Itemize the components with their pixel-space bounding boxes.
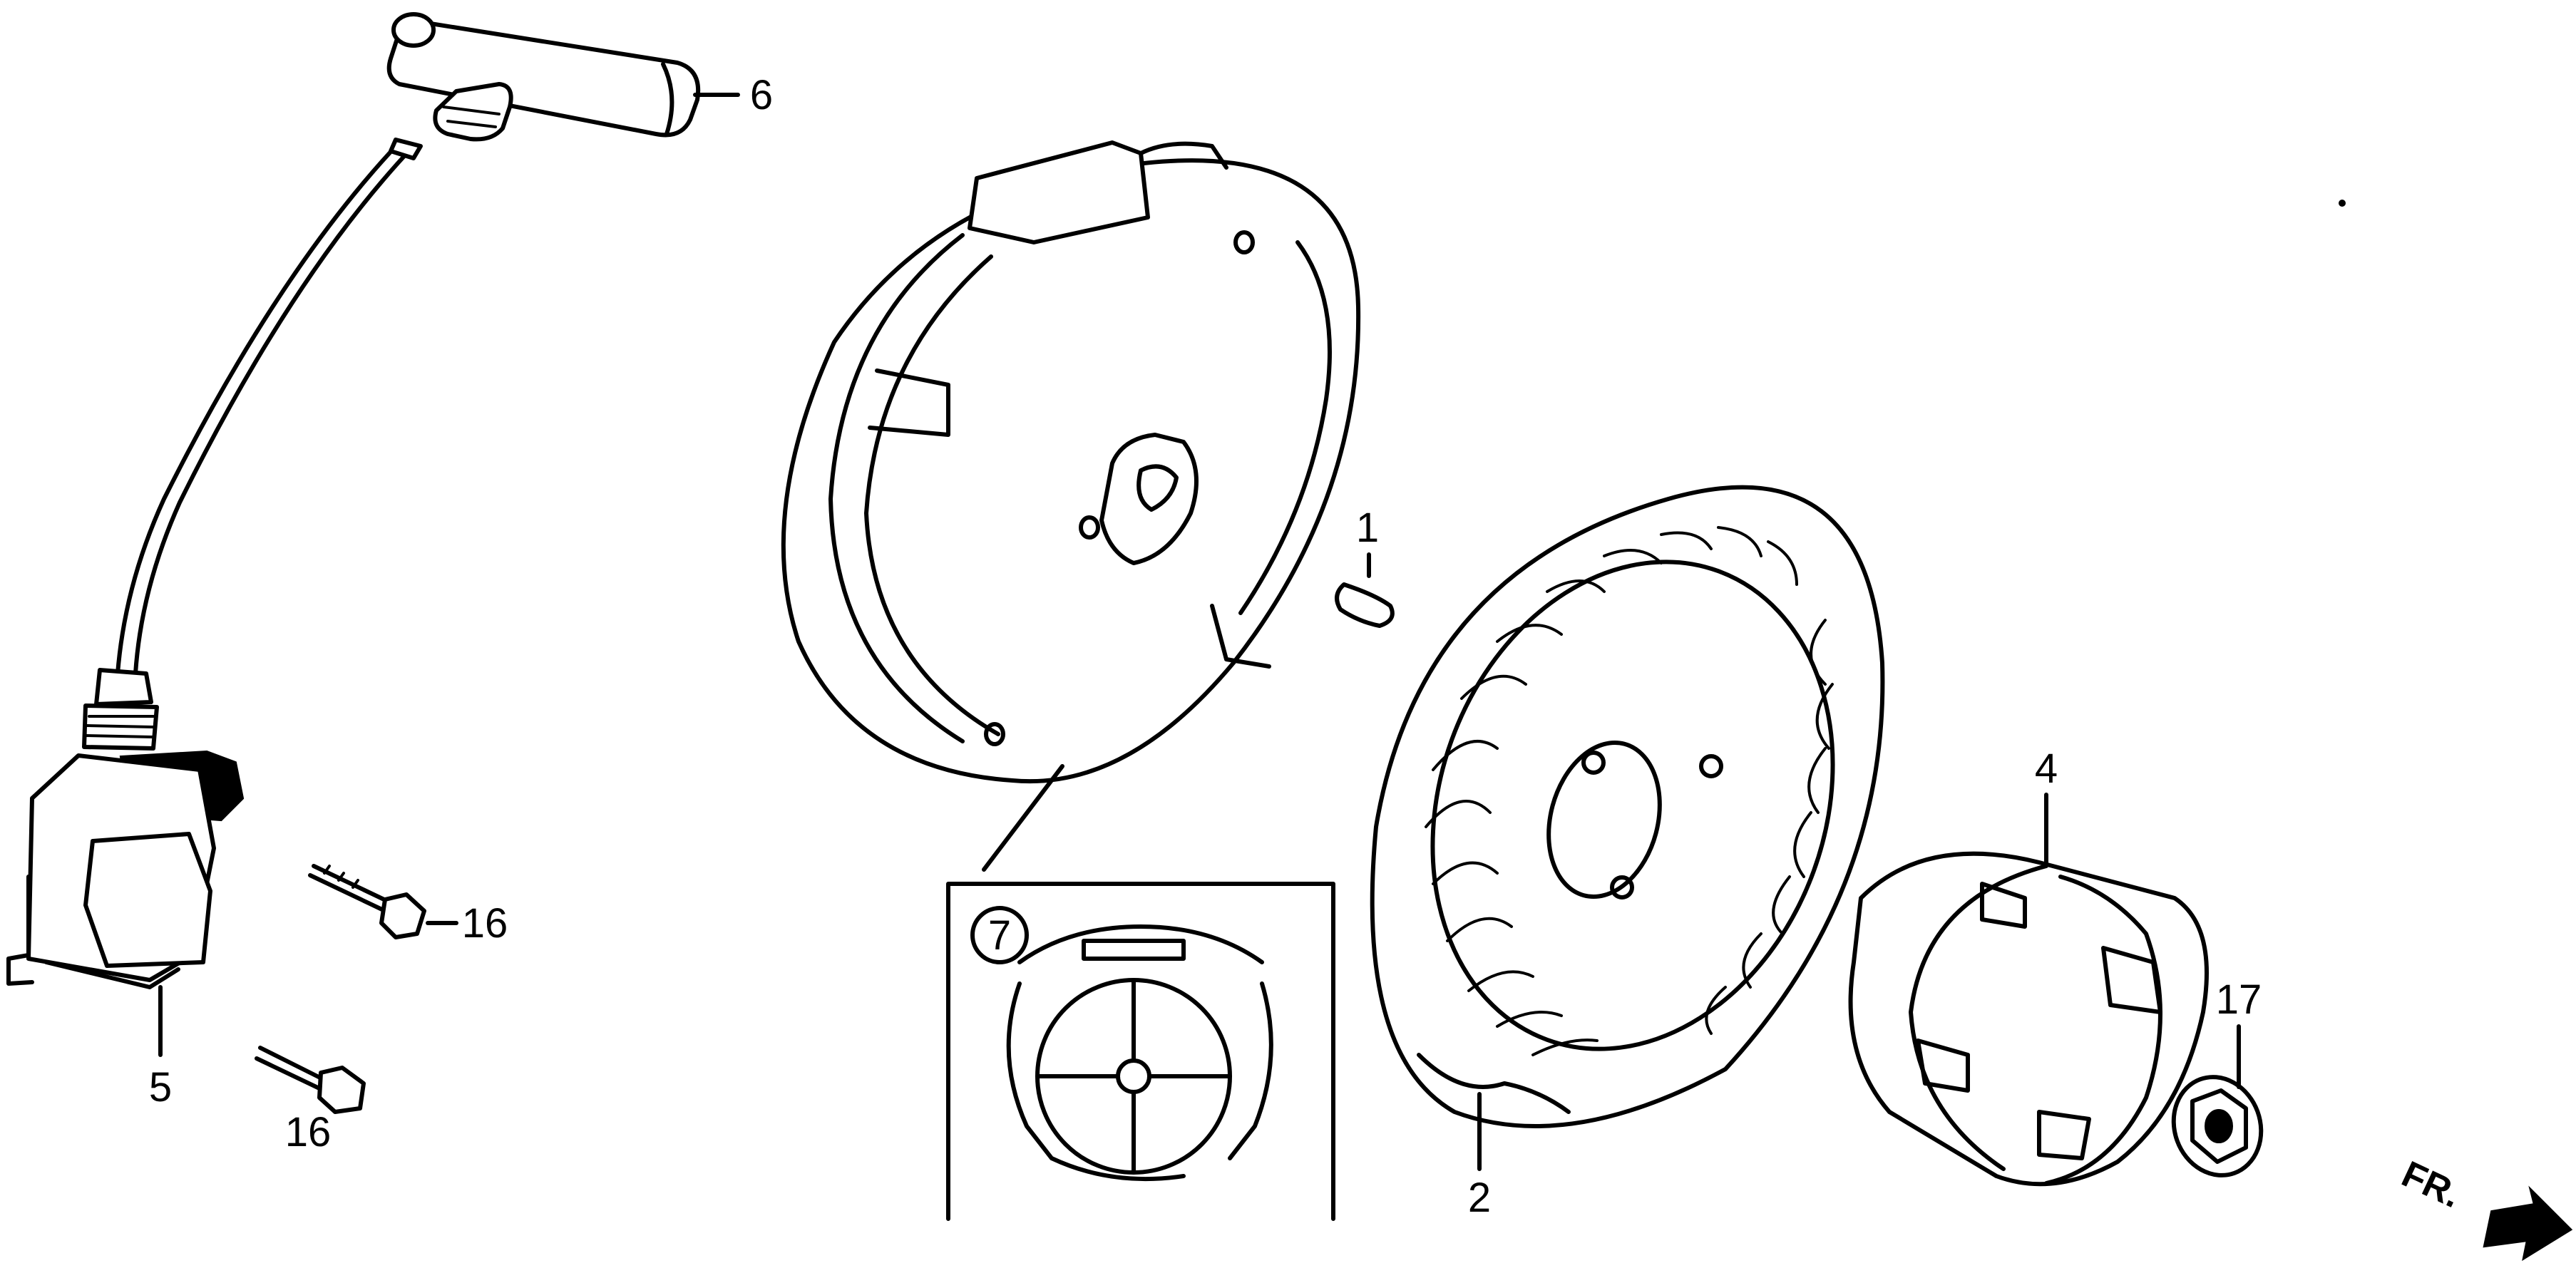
- callout-6: 6: [750, 72, 773, 118]
- stator-base-plate: [781, 140, 1361, 784]
- callout-16-upper: 16: [462, 900, 508, 947]
- arrow-right-icon: [2483, 1185, 2573, 1262]
- detail-pointer-line: [982, 764, 1064, 872]
- ignition-coil: [6, 138, 423, 989]
- callout-4: 4: [2035, 746, 2058, 792]
- callout-5: 5: [149, 1064, 172, 1110]
- callout-7: 7: [988, 912, 1011, 959]
- bolt-upper: [308, 864, 426, 939]
- spark-plug-cap: [386, 12, 701, 142]
- callout-2: 2: [1468, 1175, 1491, 1221]
- woodruff-key: [1335, 582, 1395, 628]
- front-direction-label: FR.: [2396, 1153, 2467, 1216]
- callout-16-lower: 16: [285, 1109, 332, 1155]
- stray-speck: [2339, 200, 2346, 207]
- starter-pulley: [1848, 851, 2209, 1187]
- callout-circle-7: [970, 906, 1029, 964]
- front-direction-marker: FR.: [2396, 1153, 2573, 1262]
- callout-17: 17: [2216, 976, 2262, 1023]
- flange-nut: [2171, 1075, 2264, 1177]
- callout-1: 1: [1356, 505, 1379, 551]
- detail-inset-box: [946, 882, 1335, 1221]
- bolt-lower: [255, 1046, 366, 1114]
- flywheel: [1370, 485, 1885, 1128]
